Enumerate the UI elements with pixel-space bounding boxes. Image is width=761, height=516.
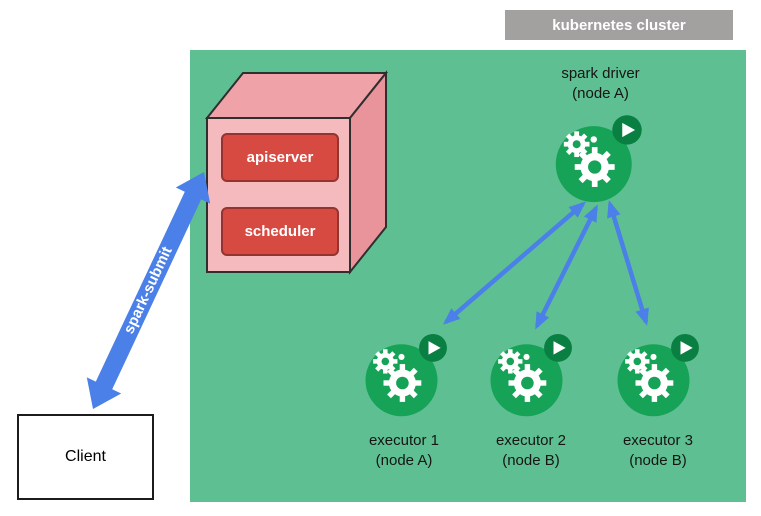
driver-executor-3-arrow <box>607 200 649 326</box>
scheduler-box: scheduler <box>221 207 339 256</box>
spark-driver-label: spark driver (node A) <box>561 65 640 102</box>
driver-executor-arrows <box>442 200 649 330</box>
driver-executor-1-arrow <box>442 201 587 325</box>
apiserver-box: apiserver <box>221 133 339 182</box>
executor-2-icon <box>486 329 576 419</box>
executor-1-icon <box>361 329 451 419</box>
executor-2-label: executor 2 (node B) <box>495 432 567 469</box>
cluster-label: kubernetes cluster <box>505 10 733 40</box>
client-box: Client <box>17 414 154 500</box>
spark-submit-label: spark-submit <box>120 244 175 337</box>
executor-3-icon <box>613 329 703 419</box>
driver-executor-2-arrow <box>534 204 599 330</box>
client-label: Client <box>65 448 106 465</box>
executor-1-label: executor 1 (node A) <box>368 432 440 469</box>
executor-3-label: executor 3 (node B) <box>622 432 694 469</box>
spark-driver-icon <box>551 110 646 205</box>
spark-submit-arrow <box>86 172 211 409</box>
